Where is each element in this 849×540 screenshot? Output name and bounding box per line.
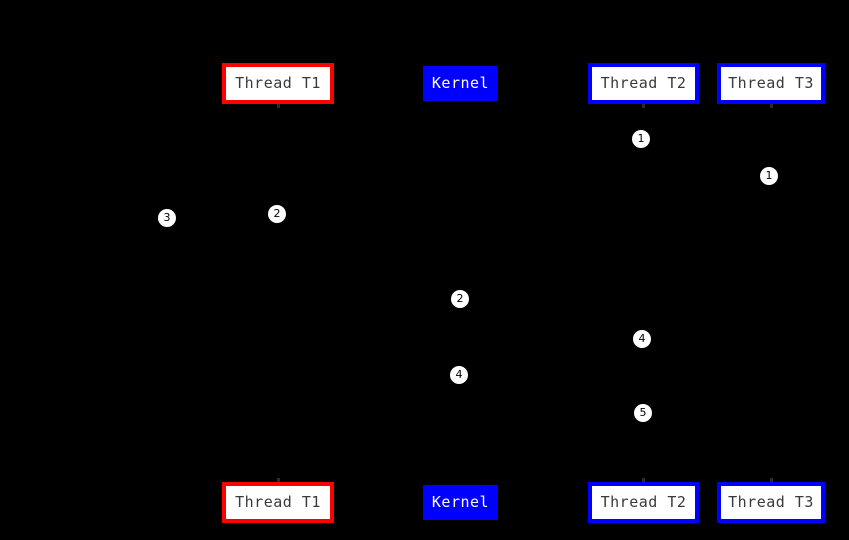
message-arrow bbox=[278, 375, 460, 376]
message-arrow bbox=[167, 218, 278, 219]
participant-box-thread-t1-top[interactable]: Thread T1 bbox=[222, 63, 334, 104]
participant-label: Thread T3 bbox=[728, 74, 814, 92]
step-marker-number: 2 bbox=[273, 207, 281, 220]
step-marker-number: 4 bbox=[455, 368, 463, 381]
lifeline-tick-t3-bottom bbox=[770, 478, 773, 482]
participant-box-thread-t2-top[interactable]: Thread T2 bbox=[588, 63, 699, 104]
participant-box-thread-t3-bottom[interactable]: Thread T3 bbox=[717, 482, 825, 523]
step-marker-number: 1 bbox=[765, 169, 773, 182]
step-marker: 2 bbox=[268, 205, 286, 223]
step-marker: 4 bbox=[450, 366, 468, 384]
lifeline-thread-t2 bbox=[643, 104, 644, 482]
step-marker: 1 bbox=[632, 130, 650, 148]
step-marker-number: 1 bbox=[637, 132, 645, 145]
participant-box-kernel-top[interactable]: Kernel bbox=[423, 66, 498, 101]
participant-label: Kernel bbox=[431, 493, 490, 511]
participant-box-thread-t3-top[interactable]: Thread T3 bbox=[717, 63, 825, 104]
participant-label: Kernel bbox=[431, 74, 490, 92]
step-marker: 1 bbox=[760, 167, 778, 185]
step-marker: 2 bbox=[451, 290, 469, 308]
participant-label: Thread T2 bbox=[600, 493, 687, 511]
step-marker-number: 5 bbox=[639, 406, 647, 419]
message-arrow bbox=[460, 339, 643, 340]
message-arrow bbox=[643, 139, 771, 140]
participant-box-thread-t2-bottom[interactable]: Thread T2 bbox=[588, 482, 699, 523]
participant-box-kernel-bottom[interactable]: Kernel bbox=[423, 485, 498, 520]
step-marker-number: 3 bbox=[163, 211, 171, 224]
participant-label: Thread T3 bbox=[728, 493, 814, 511]
step-marker: 4 bbox=[633, 330, 651, 348]
lifeline-thread-t1 bbox=[278, 104, 279, 482]
step-marker-number: 2 bbox=[456, 292, 464, 305]
participant-label: Thread T2 bbox=[600, 74, 687, 92]
participant-box-thread-t1-bottom[interactable]: Thread T1 bbox=[222, 482, 334, 523]
participant-label: Thread T1 bbox=[235, 493, 321, 511]
step-marker: 5 bbox=[634, 404, 652, 422]
step-marker: 3 bbox=[158, 209, 176, 227]
lifeline-tick-t1-bottom bbox=[277, 478, 280, 482]
participant-label: Thread T1 bbox=[235, 74, 321, 92]
message-arrow bbox=[460, 413, 643, 414]
lifeline-thread-t3 bbox=[771, 104, 772, 482]
step-marker-number: 4 bbox=[638, 332, 646, 345]
lifeline-tick-t2-bottom bbox=[642, 478, 645, 482]
message-arrow bbox=[278, 214, 643, 215]
lifeline-tick-t1-top bbox=[277, 104, 280, 108]
message-arrow bbox=[278, 299, 460, 300]
lifeline-tick-t3-top bbox=[770, 104, 773, 108]
lifeline-tick-t2-top bbox=[642, 104, 645, 108]
